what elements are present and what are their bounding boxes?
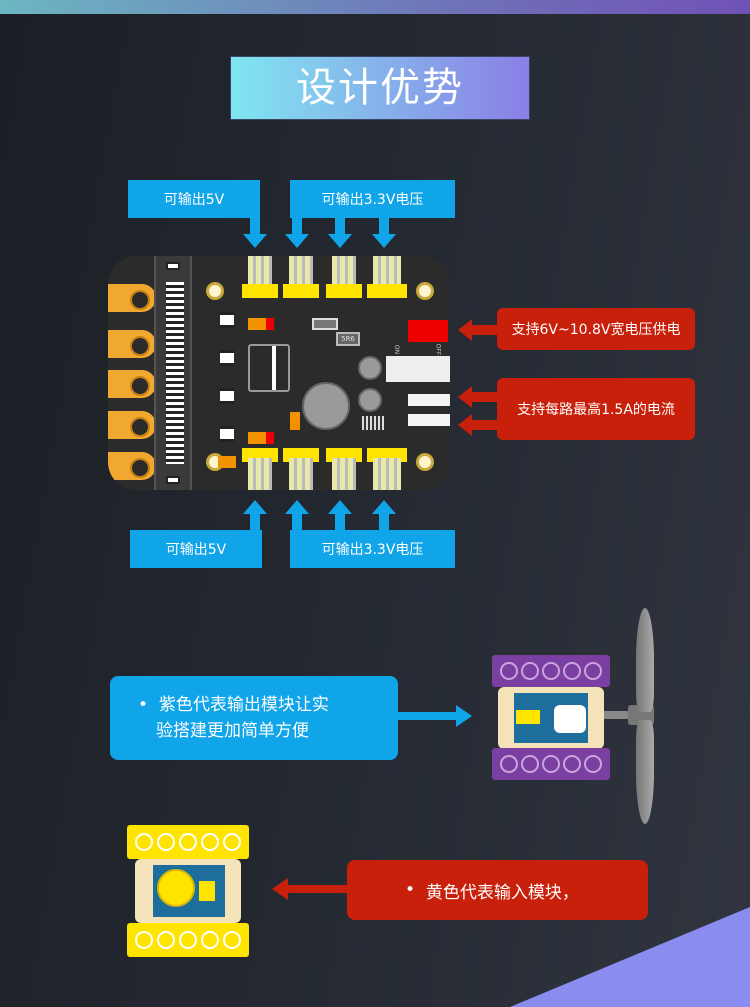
power-jack <box>408 320 448 342</box>
arrow-shaft <box>292 218 302 236</box>
driver-chip <box>362 416 384 430</box>
arrow-shaft <box>335 218 345 236</box>
switch-off-label: OFF <box>434 343 442 356</box>
arrow-up-icon <box>372 500 396 514</box>
arrow-shaft <box>470 392 500 402</box>
arrow-up-icon <box>285 500 309 514</box>
purple-module-callout: • 紫色代表输出模块让实 验搭建更加简单方便 <box>110 676 398 760</box>
arrow-left-icon <box>458 319 472 341</box>
capacitor <box>358 356 382 380</box>
capacitor <box>358 388 382 412</box>
edge-pin <box>108 284 156 312</box>
arrow-shaft <box>470 420 500 430</box>
arrow-shaft <box>286 885 348 893</box>
arrow-shaft <box>398 712 458 720</box>
callout-top-3v3: 可输出3.3V电压 <box>290 180 455 218</box>
mount-hole <box>206 282 224 300</box>
arrow-left-icon <box>272 878 288 900</box>
jumper <box>218 456 236 468</box>
arrow-down-icon <box>328 234 352 248</box>
callout-bottom-3v3: 可输出3.3V电压 <box>290 530 455 568</box>
pin-header <box>516 710 540 724</box>
arrow-right-icon <box>456 705 472 727</box>
arrow-up-icon <box>243 500 267 514</box>
callout-current: 支持每路最高1.5A的电流 <box>497 378 695 440</box>
yellow-brick <box>127 923 249 957</box>
edge-pin <box>108 370 156 398</box>
microbit-logo-chip <box>248 344 290 392</box>
led <box>220 350 234 366</box>
purple-output-module <box>492 655 610 780</box>
arrow-shaft <box>379 512 389 530</box>
motor-body <box>554 705 586 733</box>
pin-header <box>199 881 215 901</box>
corner-decoration <box>510 907 750 1007</box>
edge-pin <box>108 330 156 358</box>
motor-port <box>408 394 450 406</box>
mount-hole <box>416 282 434 300</box>
arrow-left-icon <box>458 386 472 408</box>
page-title: 设计优势 <box>230 56 530 120</box>
jumper <box>248 432 274 444</box>
purple-module-text-line2: 验搭建更加简单方便 <box>156 721 309 741</box>
arrow-shaft <box>292 512 302 530</box>
propeller-blade <box>636 720 654 824</box>
arrow-shaft <box>470 325 500 335</box>
jumper <box>290 412 300 430</box>
connector-bottom <box>367 448 407 490</box>
led <box>220 388 234 404</box>
connector-bottom <box>283 448 319 490</box>
diode <box>312 318 338 330</box>
propeller-blade <box>636 608 654 712</box>
arrow-shaft <box>250 512 260 530</box>
inductor-label: 5R6 <box>341 335 355 343</box>
yellow-brick <box>127 825 249 859</box>
motor-port <box>408 414 450 426</box>
connector-bottom <box>242 448 278 490</box>
motor-shaft <box>604 711 634 719</box>
yellow-module-callout: • 黄色代表输入模块， <box>347 860 648 920</box>
connector-bottom <box>326 448 362 490</box>
arrow-down-icon <box>372 234 396 248</box>
callout-top-5v: 可输出5V <box>128 180 260 218</box>
connector-top <box>367 256 407 298</box>
buzzer <box>302 382 350 430</box>
led <box>220 426 234 442</box>
connector-top <box>283 256 319 298</box>
button-cap <box>157 869 195 907</box>
arrow-down-icon <box>285 234 309 248</box>
edge-pin <box>108 452 156 480</box>
callout-bottom-5v: 可输出5V <box>130 530 262 568</box>
arrow-shaft <box>379 218 389 236</box>
yellow-module-text: 黄色代表输入模块， <box>425 882 579 903</box>
purple-brick <box>492 748 610 780</box>
arrow-up-icon <box>328 500 352 514</box>
arrow-down-icon <box>243 234 267 248</box>
bullet: • <box>405 880 416 900</box>
jumper <box>248 318 274 330</box>
purple-module-text-line1: 紫色代表输出模块让实 <box>158 695 329 715</box>
power-switch <box>386 356 450 382</box>
edge-pin <box>108 411 156 439</box>
purple-brick <box>492 655 610 687</box>
led <box>220 312 234 328</box>
edge-connector-slot <box>154 256 192 490</box>
inductor: 5R6 <box>336 332 360 346</box>
yellow-input-module <box>127 825 249 957</box>
connector-top <box>242 256 278 298</box>
top-gradient-bar <box>0 0 750 14</box>
arrow-shaft <box>335 512 345 530</box>
mount-hole <box>416 453 434 471</box>
switch-on-label: ON <box>393 344 401 355</box>
callout-voltage-supply: 支持6V~10.8V宽电压供电 <box>497 308 695 350</box>
bullet: • <box>138 695 149 715</box>
connector-top <box>326 256 362 298</box>
arrow-left-icon <box>458 414 472 436</box>
expansion-board: 5R6 ON OFF <box>108 256 450 490</box>
arrow-shaft <box>250 218 260 236</box>
